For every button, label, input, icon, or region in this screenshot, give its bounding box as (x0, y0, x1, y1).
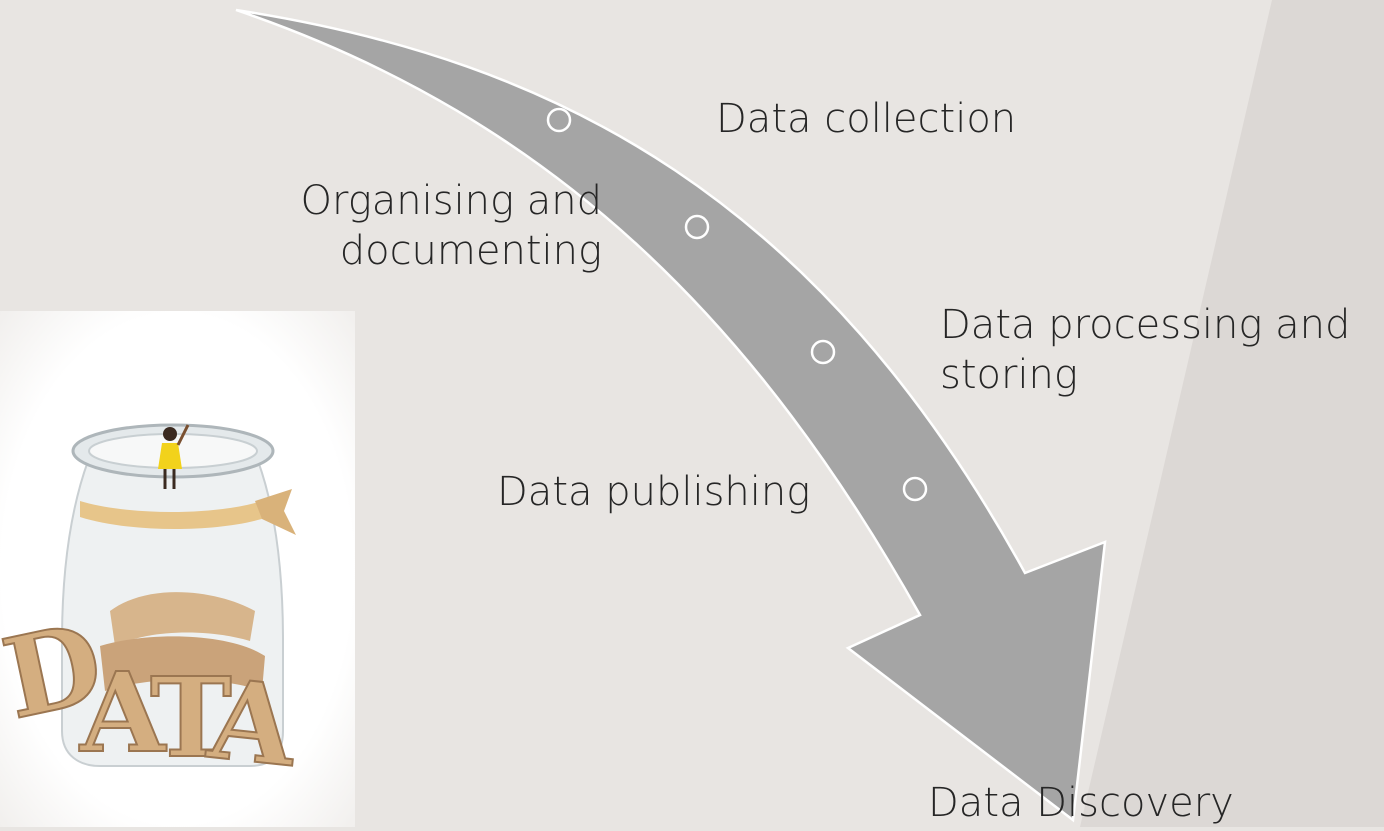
flow-arrow (235, 8, 1107, 823)
step-label-data-publishing: Data publishing (497, 469, 811, 515)
data-jar-photo: D A T A (0, 311, 355, 827)
destination-label-data-discovery: Data Discovery (928, 780, 1234, 826)
step-marker-3 (810, 339, 836, 365)
figurine (158, 424, 190, 489)
jar-letter-a2: A (202, 654, 303, 791)
jar-letter-t: T (150, 653, 232, 782)
step-label-organising-documenting: Organising and documenting (300, 178, 602, 274)
background-side-panel (1080, 0, 1384, 827)
step-marker-2 (684, 214, 710, 240)
step-label-data-collection: Data collection (716, 96, 1017, 142)
data-jar-illustration: D A T A (0, 423, 304, 793)
step-marker-1 (546, 107, 572, 133)
step-marker-4 (902, 476, 928, 502)
step-label-processing-storing: Data processing and storing (940, 302, 1351, 398)
jar-letter-a1: A (79, 648, 167, 777)
